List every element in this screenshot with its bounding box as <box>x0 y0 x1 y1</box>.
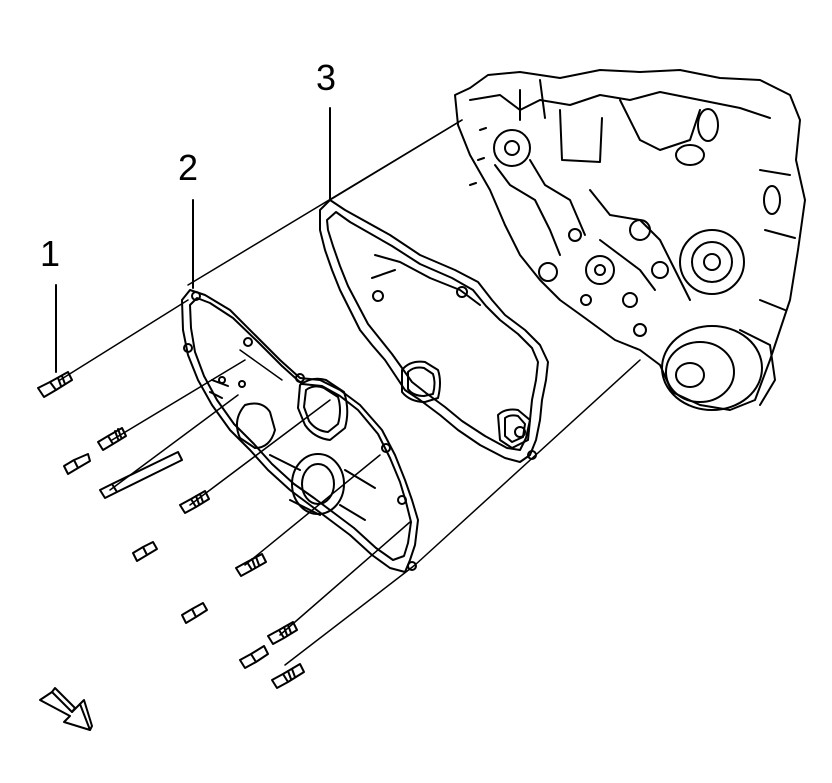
callout-1-label: 1 <box>40 233 61 274</box>
callout-2-label: 2 <box>178 147 199 188</box>
callout-lines <box>55 107 331 373</box>
engine-block <box>454 69 806 411</box>
view-direction-arrow-icon <box>39 687 93 731</box>
callout-3-label: 3 <box>316 57 337 98</box>
engine-front-cover <box>181 289 419 573</box>
front-cover-gasket <box>319 199 549 463</box>
assembly-leader-lines <box>59 119 641 666</box>
cover-bolts <box>37 371 305 689</box>
